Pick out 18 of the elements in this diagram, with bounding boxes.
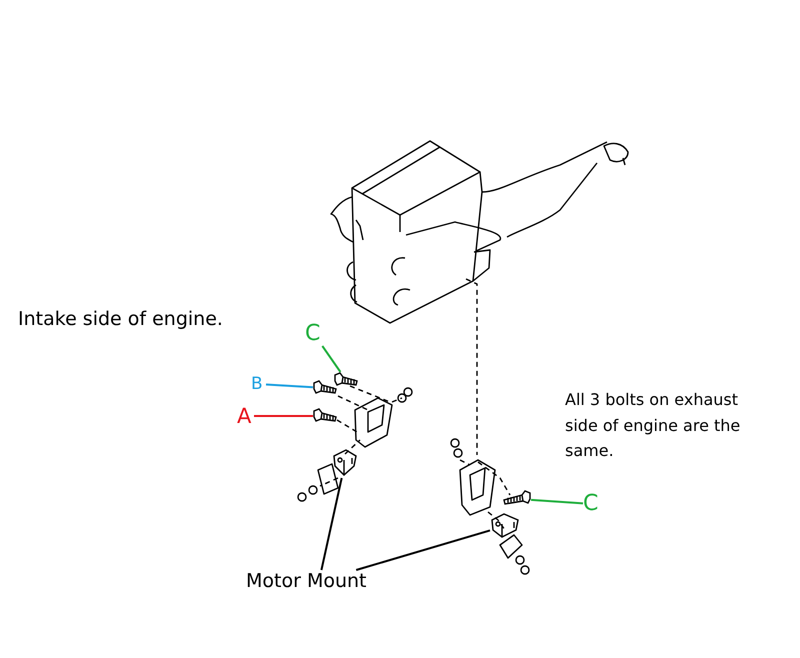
note-text: All 3 bolts on exhaust side of engine are the same. bbox=[565, 389, 742, 462]
motor-mount-drawing bbox=[490, 512, 520, 540]
bolt-drawing bbox=[313, 408, 337, 424]
leader-line bbox=[322, 345, 342, 373]
leader-line bbox=[530, 498, 584, 504]
part-label: Motor Mount bbox=[246, 570, 392, 592]
bolt-drawing bbox=[334, 372, 358, 388]
callout-label: B bbox=[251, 375, 266, 393]
callout-label: C bbox=[583, 492, 601, 516]
leader-line bbox=[254, 415, 313, 417]
leader-line bbox=[320, 478, 343, 570]
callout-label: C bbox=[305, 322, 323, 346]
leader-line bbox=[266, 383, 314, 388]
callout-label: A bbox=[237, 405, 254, 427]
note-text: Intake side of engine. bbox=[18, 310, 223, 329]
motor-mount-drawing bbox=[332, 448, 358, 478]
leader-line bbox=[356, 529, 490, 571]
bolt-drawing bbox=[313, 380, 337, 396]
